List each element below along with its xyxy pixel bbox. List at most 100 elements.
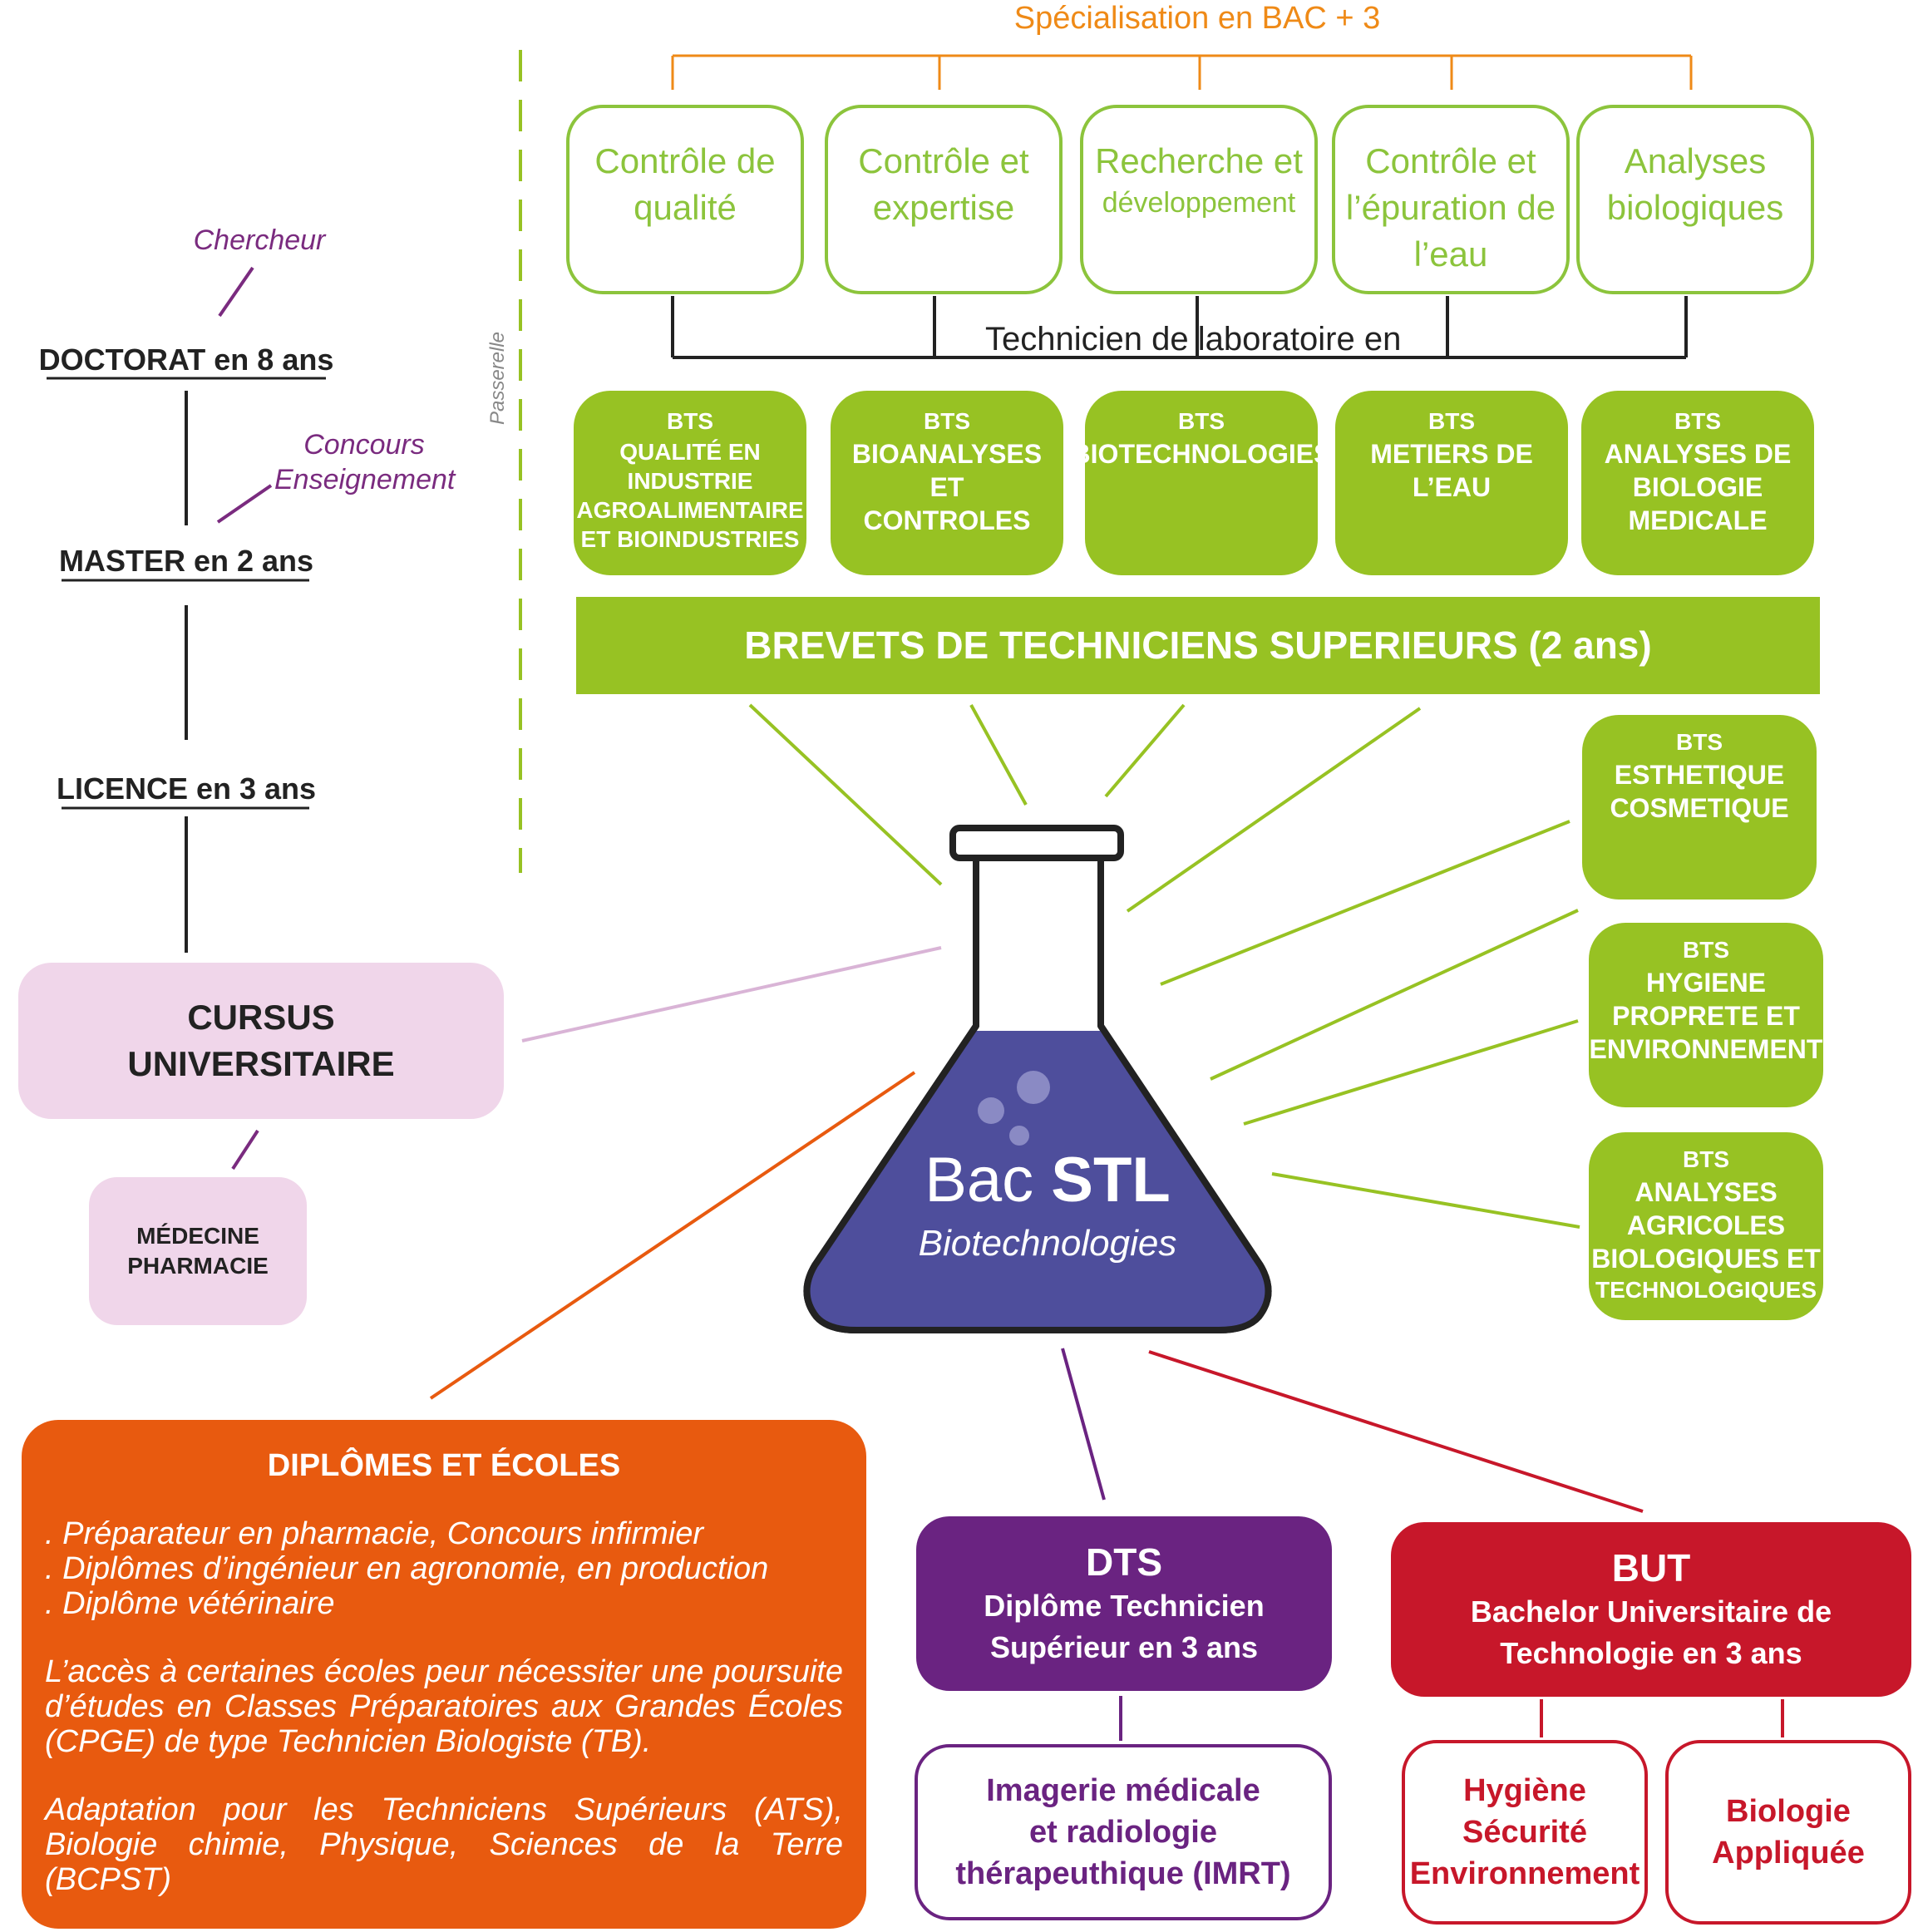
- but-line: Technologie en 3 ans: [1500, 1636, 1802, 1670]
- passerelle-label: Passerelle: [486, 331, 509, 426]
- spec-analyses-biologiques: Analyses biologiques: [1576, 105, 1814, 294]
- specialisation-bracket: [671, 54, 1693, 90]
- flask-bac-title: Bac STL: [856, 1147, 1239, 1214]
- bubble-small: [1009, 1126, 1029, 1146]
- spec-line: biologiques: [1606, 188, 1784, 227]
- technicien-label: Technicien de laboratoire en: [985, 321, 1402, 357]
- diplomes-ecoles-box: DIPLÔMES ET ÉCOLES . Préparateur en phar…: [22, 1420, 866, 1929]
- concours-note: Concours Enseignement: [274, 427, 455, 497]
- bts-qualite-industrie: BTS QUALITÉ EN INDUSTRIE AGROALIMENTAIRE…: [574, 391, 806, 575]
- diplomes-item: . Préparateur en pharmacie, Concours inf…: [45, 1516, 704, 1551]
- dts-line: Supérieur en 3 ans: [989, 1630, 1259, 1664]
- spec-controle-qualite: Contrôle de qualité: [566, 105, 804, 294]
- bts-line: AGROALIMENTAIRE: [576, 497, 804, 523]
- spec-epuration-eau: Contrôle et l’épuration de l’eau: [1332, 105, 1570, 294]
- diplomes-title: DIPLÔMES ET ÉCOLES: [267, 1448, 621, 1483]
- doctorat-label: DOCTORAT en 8 ans: [38, 343, 334, 377]
- dts-line: Diplôme Technicien: [984, 1589, 1265, 1623]
- concours-line: Concours: [303, 429, 425, 461]
- cursus-universitaire-box: CURSUS UNIVERSITAIRE: [18, 963, 504, 1119]
- dts-title: DTS: [1086, 1540, 1162, 1584]
- bts-tag: BTS: [1178, 408, 1225, 434]
- bts-line: AGRICOLES: [1626, 1210, 1786, 1240]
- licence-label: LICENCE en 3 ans: [56, 771, 317, 806]
- diplomes-item: . Diplômes d’ingénieur en agronomie, en …: [45, 1551, 769, 1586]
- spec-line: l’eau: [1413, 234, 1488, 274]
- purple-ticks: [216, 266, 273, 1171]
- medecine-line: MÉDECINE: [136, 1223, 259, 1249]
- dts-ray: [1061, 1348, 1106, 1501]
- bts-rays: [748, 703, 1580, 1229]
- diplomes-paragraph-cpge: L’accès à certaines écoles peur nécessit…: [45, 1654, 843, 1759]
- dts-box: DTS Diplôme Technicien Supérieur en 3 an…: [916, 1516, 1332, 1691]
- spec-line: Recherche et: [1095, 141, 1303, 180]
- bts-line: QUALITÉ EN: [619, 439, 761, 465]
- spec-line: Contrôle et: [1365, 141, 1536, 180]
- bts-line: COSMETIQUE: [1610, 793, 1789, 823]
- spec-line: développement: [1102, 187, 1296, 219]
- imrt-line: Imagerie médicale: [986, 1773, 1260, 1808]
- bts-line: INDUSTRIE: [627, 468, 753, 494]
- but-option-line: Appliquée: [1712, 1836, 1865, 1870]
- spec-line: Contrôle et: [858, 141, 1029, 180]
- spec-controle-expertise: Contrôle et expertise: [825, 105, 1063, 294]
- imrt-box: Imagerie médicale et radiologie thérapeu…: [915, 1744, 1332, 1920]
- medecine-line: PHARMACIE: [127, 1253, 269, 1279]
- spec-recherche-developpement: Recherche et développement: [1080, 105, 1318, 294]
- flask-subtitle: Biotechnologies: [918, 1223, 1177, 1264]
- cursus-ray: [521, 946, 942, 1042]
- bts-tag: BTS: [1674, 408, 1721, 434]
- bts-analyses-agricoles: BTS ANALYSES AGRICOLES BIOLOGIQUES ET TE…: [1589, 1132, 1823, 1320]
- bts-line: METIERS DE L’EAU: [1370, 439, 1533, 502]
- but-box: BUT Bachelor Universitaire de Technologi…: [1391, 1522, 1911, 1697]
- bts-line: ANALYSES: [1635, 1177, 1778, 1207]
- bts-line: ESTHETIQUE: [1614, 760, 1785, 790]
- bubble-medium: [978, 1097, 1004, 1124]
- diplomes-item: . Diplôme vétérinaire: [45, 1586, 335, 1621]
- cursus-line: UNIVERSITAIRE: [127, 1044, 395, 1083]
- bac-word: Bac: [925, 1145, 1052, 1215]
- diplomes-ray: [429, 1071, 916, 1400]
- bts-line: PROPRETE ET: [1612, 1001, 1800, 1031]
- bts-tag: BTS: [1676, 729, 1723, 755]
- bts-tag: BTS: [667, 408, 713, 434]
- spec-line: l’épuration de: [1345, 188, 1556, 227]
- imrt-line: thérapeuthique (IMRT): [955, 1856, 1291, 1891]
- cursus-line: CURSUS: [187, 998, 335, 1037]
- degree-underlines: [47, 377, 326, 810]
- but-ray: [1148, 1350, 1644, 1513]
- bts-tag: BTS: [924, 408, 970, 434]
- bts-line: ET: [929, 472, 964, 502]
- bts-metiers-eau: BTS METIERS DE L’EAU: [1335, 391, 1568, 575]
- spec-line: expertise: [872, 188, 1015, 227]
- but-option-line: Hygiène: [1463, 1773, 1586, 1808]
- bts-line: BIOLOGIQUES ET: [1591, 1244, 1821, 1274]
- bts-line: TECHNOLOGIQUES: [1595, 1277, 1817, 1303]
- spec-line: Analyses: [1624, 141, 1767, 180]
- bts-line: ENVIRONNEMENT: [1589, 1034, 1823, 1064]
- but-option-line: Environnement: [1409, 1856, 1640, 1891]
- medecine-pharmacie-box: MÉDECINE PHARMACIE: [89, 1177, 307, 1325]
- spec-line: qualité: [634, 188, 737, 227]
- bts-line: BIOANALYSES: [851, 439, 1043, 469]
- but-biologie-appliquee-box: Biologie Appliquée: [1665, 1740, 1911, 1925]
- but-option-line: Sécurité: [1462, 1815, 1587, 1850]
- bts-tag: BTS: [1683, 937, 1729, 963]
- specialisation-title: Spécialisation en BAC + 3: [1013, 1, 1381, 36]
- bts-tag: BTS: [1428, 408, 1475, 434]
- bts-esthetique: BTS ESTHETIQUE COSMETIQUE: [1582, 715, 1817, 899]
- bts-biotechnologies: BTS BIOTECHNOLOGIES: [1072, 391, 1331, 575]
- but-title: BUT: [1611, 1546, 1691, 1589]
- bts-line: ET BIOINDUSTRIES: [580, 526, 800, 552]
- but-hygiene-box: Hygiène Sécurité Environnement: [1402, 1740, 1648, 1925]
- stl-word: STL: [1051, 1145, 1171, 1215]
- bts-line: BIOLOGIE: [1632, 472, 1763, 502]
- bts-line: MEDICALE: [1628, 505, 1768, 535]
- flask-icon: [803, 825, 1272, 1333]
- bts-line: CONTROLES: [863, 505, 1031, 535]
- bts-analyses-biologie-medicale: BTS ANALYSES DE BIOLOGIE MEDICALE: [1581, 391, 1814, 575]
- bts-hygiene: BTS HYGIENE PROPRETE ET ENVIRONNEMENT: [1589, 923, 1823, 1107]
- bts-bioanalyses: BTS BIOANALYSES ET CONTROLES: [831, 391, 1063, 575]
- spec-line: Contrôle de: [594, 141, 776, 180]
